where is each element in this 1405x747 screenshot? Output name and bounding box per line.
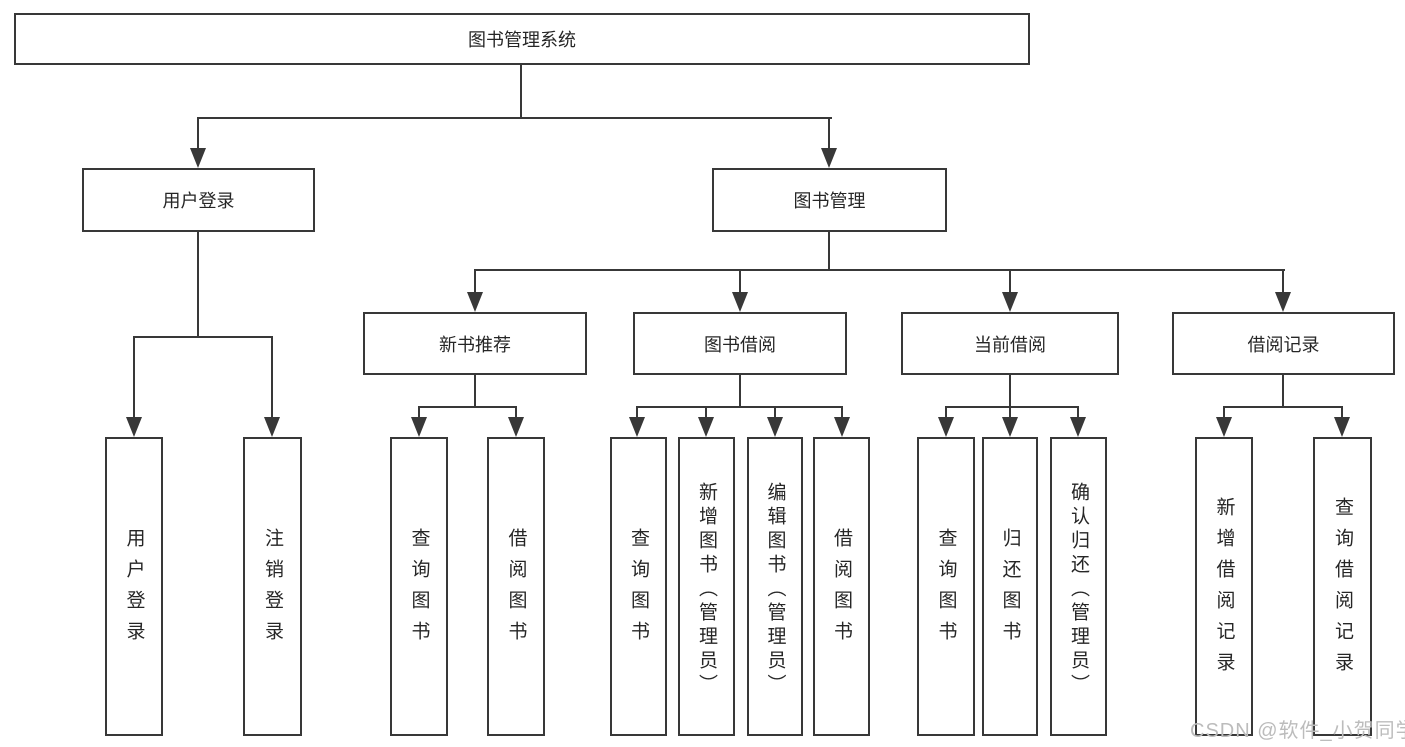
arrow-down-icon (698, 417, 714, 437)
connector-line (1282, 373, 1284, 408)
arrow-down-icon (767, 417, 783, 437)
connector-line (1009, 406, 1011, 420)
arrow-down-icon (1002, 292, 1018, 312)
connector-line (636, 406, 843, 408)
connector-line (739, 373, 741, 408)
connector-line (636, 406, 638, 420)
arrow-down-icon (629, 417, 645, 437)
connector-line (1009, 373, 1011, 408)
leaf-query-books-recommend: 查询图书 (390, 437, 448, 736)
connector-line (520, 64, 522, 119)
connector-line (828, 117, 830, 150)
node-book-borrowing-label: 图书借阅 (704, 334, 776, 355)
arrow-down-icon (821, 148, 837, 168)
arrow-down-icon (1334, 417, 1350, 437)
arrow-down-icon (1216, 417, 1232, 437)
leaf-add-book-admin: 新增图书（管理员） (678, 437, 735, 736)
connector-line (271, 336, 273, 419)
connector-line (418, 406, 517, 408)
arrow-down-icon (508, 417, 524, 437)
connector-line (739, 269, 741, 295)
leaf-logout-label: 注销登录 (262, 527, 283, 652)
connector-line (1077, 406, 1079, 420)
connector-line (515, 406, 517, 420)
arrow-down-icon (1002, 417, 1018, 437)
arrow-down-icon (126, 417, 142, 437)
arrow-down-icon (190, 148, 206, 168)
leaf-label: 新增图书（管理员） (696, 481, 717, 698)
connector-line (1223, 406, 1225, 420)
connector-line (945, 406, 1079, 408)
arrow-down-icon (1070, 417, 1086, 437)
node-book-management: 图书管理 (712, 168, 947, 232)
leaf-label: 确认归还（管理员） (1068, 481, 1089, 698)
connector-line (1282, 269, 1284, 295)
connector-line (197, 230, 199, 338)
leaf-user-login-label: 用户登录 (123, 527, 145, 652)
connector-line (705, 406, 707, 420)
leaf-borrow-books-recommend: 借阅图书 (487, 437, 545, 736)
arrow-down-icon (938, 417, 954, 437)
leaf-logout: 注销登录 (243, 437, 302, 736)
connector-line (133, 336, 273, 338)
connector-line (197, 117, 199, 150)
leaf-borrow-books-borrowing: 借阅图书 (813, 437, 870, 736)
connector-line (474, 373, 476, 408)
connector-line (1223, 406, 1343, 408)
arrow-down-icon (732, 292, 748, 312)
leaf-confirm-return-admin: 确认归还（管理员） (1050, 437, 1107, 736)
connector-line (841, 406, 843, 420)
arrow-down-icon (264, 417, 280, 437)
connector-line (418, 406, 420, 420)
node-book-borrowing: 图书借阅 (633, 312, 847, 375)
leaf-query-books-borrowing: 查询图书 (610, 437, 667, 736)
node-root: 图书管理系统 (14, 13, 1030, 65)
connector-line (1341, 406, 1343, 420)
connector-line (474, 269, 476, 295)
leaf-label: 编辑图书（管理员） (764, 481, 786, 698)
watermark: CSDN @软件_小贺同学 (1190, 720, 1405, 742)
connector-line (945, 406, 947, 420)
leaf-label: 查询图书 (628, 527, 649, 652)
node-current-borrowing: 当前借阅 (901, 312, 1119, 375)
leaf-label: 查询图书 (935, 527, 957, 652)
leaf-user-login: 用户登录 (105, 437, 163, 736)
leaf-add-borrow-record: 新增借阅记录 (1195, 437, 1253, 736)
connector-line (828, 230, 830, 271)
connector-line (197, 117, 832, 119)
leaf-label: 借阅图书 (505, 527, 527, 652)
leaf-return-book: 归还图书 (982, 437, 1038, 736)
leaf-label: 查询借阅记录 (1332, 496, 1353, 683)
leaf-label: 查询图书 (408, 527, 430, 652)
connector-line (1009, 269, 1011, 295)
node-user-login-label: 用户登录 (162, 191, 235, 211)
node-new-book-recommend-label: 新书推荐 (439, 334, 511, 355)
node-root-label: 图书管理系统 (468, 30, 576, 50)
node-current-borrowing-label: 当前借阅 (974, 334, 1046, 355)
connector-line (774, 406, 776, 420)
arrow-down-icon (834, 417, 850, 437)
leaf-label: 借阅图书 (831, 527, 852, 652)
node-user-login: 用户登录 (82, 168, 315, 232)
arrow-down-icon (411, 417, 427, 437)
node-borrowing-records-label: 借阅记录 (1247, 334, 1320, 355)
leaf-label: 归还图书 (999, 527, 1021, 652)
node-new-book-recommend: 新书推荐 (363, 312, 587, 375)
connector-line (474, 269, 1285, 271)
leaf-query-books-current: 查询图书 (917, 437, 975, 736)
leaf-query-borrow-record: 查询借阅记录 (1313, 437, 1372, 736)
arrow-down-icon (467, 292, 483, 312)
leaf-edit-book-admin: 编辑图书（管理员） (747, 437, 803, 736)
leaf-label: 新增借阅记录 (1213, 496, 1235, 683)
node-borrowing-records: 借阅记录 (1172, 312, 1395, 375)
node-book-management-label: 图书管理 (793, 191, 866, 211)
connector-line (133, 336, 135, 419)
arrow-down-icon (1275, 292, 1291, 312)
